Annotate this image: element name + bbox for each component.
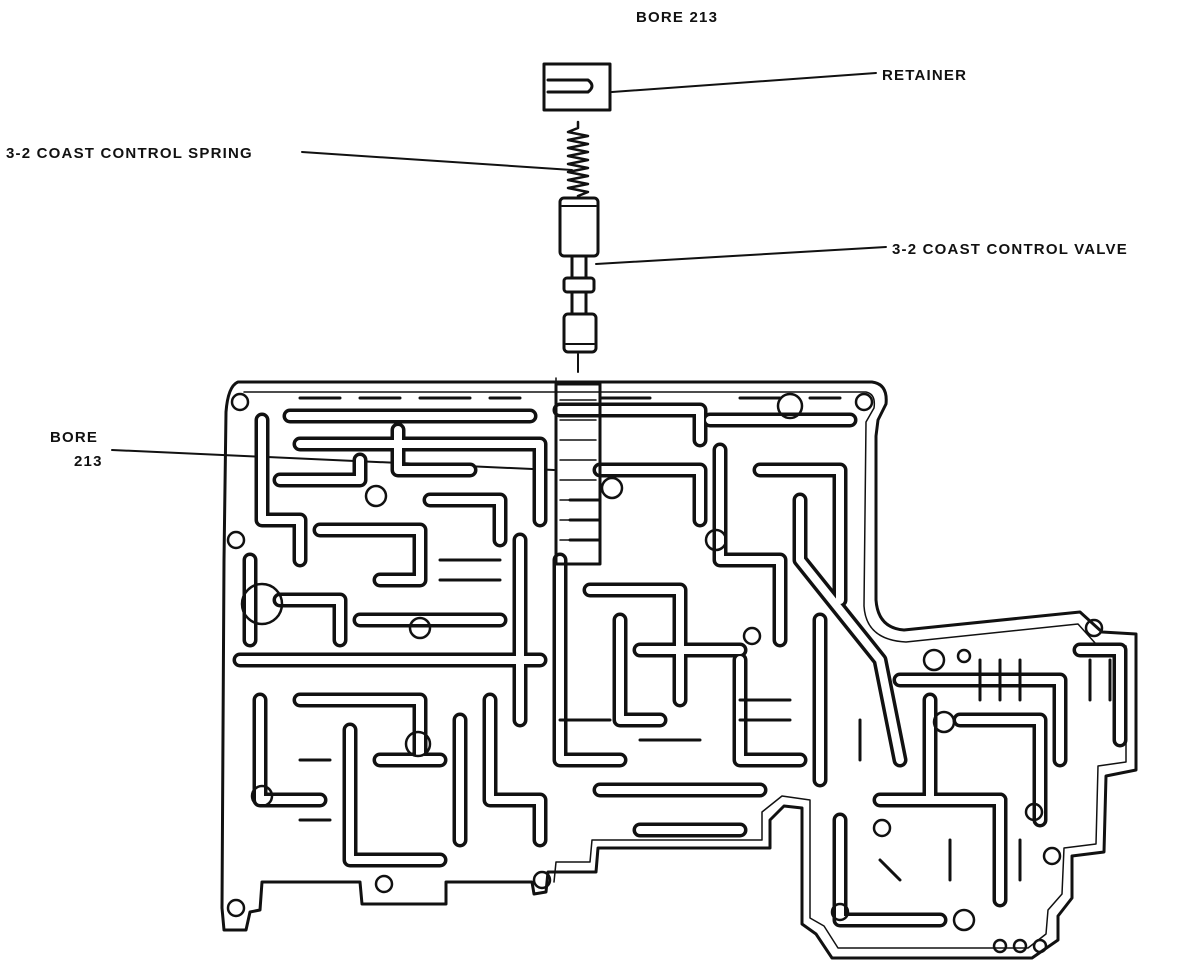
spring-label: 3-2 COAST CONTROL SPRING	[6, 145, 253, 162]
bore-label-line2: 213	[74, 453, 103, 470]
retainer-part	[542, 62, 612, 112]
bore-leader	[111, 449, 555, 471]
fluid-passages	[226, 382, 1128, 954]
leader-lines	[111, 72, 887, 471]
spring-leader	[301, 151, 573, 171]
retainer-leader	[611, 72, 877, 93]
spring-part	[566, 120, 590, 198]
diagram-title: BORE 213	[636, 9, 718, 26]
bolt-holes	[226, 392, 1104, 954]
bore-label-line1: BORE	[50, 429, 98, 446]
valve-leader	[595, 246, 887, 265]
valve-part	[558, 196, 600, 354]
passages-inner	[236, 406, 1124, 924]
valve-label: 3-2 COAST CONTROL VALVE	[892, 241, 1128, 258]
retainer-label: RETAINER	[882, 67, 967, 84]
bore-213-slot	[554, 382, 602, 566]
